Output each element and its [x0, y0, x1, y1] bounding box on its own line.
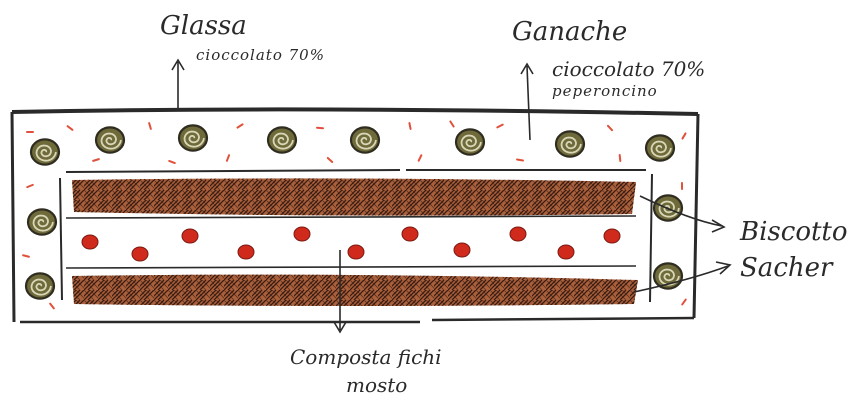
- fig-dot: [454, 243, 470, 257]
- label-biscotto: Biscotto: [739, 217, 848, 247]
- fig-dot: [402, 227, 418, 241]
- chocolate-swirl: [96, 127, 124, 152]
- chili-speck: [237, 124, 242, 127]
- bottom-edge: [20, 318, 694, 322]
- label-ganache: Ganache: [512, 17, 627, 47]
- chili-speck: [50, 304, 54, 309]
- label-sacher: Sacher: [740, 253, 834, 283]
- fig-dot: [294, 227, 310, 241]
- chili-speck: [68, 126, 73, 130]
- fig-dot: [238, 245, 254, 259]
- chili-speck: [682, 300, 686, 305]
- inner-left-edge: [60, 178, 62, 300]
- chili-speck: [27, 185, 33, 187]
- chili-speck: [620, 155, 621, 161]
- chili-speck: [23, 255, 29, 257]
- arrow-biscotto: [640, 196, 724, 232]
- biscotto-layers: [72, 178, 638, 306]
- chocolate-swirl: [351, 127, 379, 152]
- inner-top-line: [66, 170, 646, 172]
- chocolate-swirl: [556, 131, 584, 156]
- fig-dot: [604, 229, 620, 243]
- chili-speck: [419, 155, 422, 160]
- fig-dot: [132, 247, 148, 261]
- chili-speck: [450, 121, 453, 126]
- chocolate-swirl: [31, 139, 59, 164]
- chocolate-swirl: [28, 209, 56, 234]
- label-glassa: Glassa: [160, 11, 247, 41]
- chocolate-swirl: [456, 129, 484, 154]
- fig-dot: [510, 227, 526, 241]
- chili-speck: [328, 158, 332, 162]
- chili-speck: [608, 126, 612, 130]
- label-composta-2: mosto: [346, 373, 407, 397]
- chili-speck: [517, 159, 523, 160]
- label-glassa-sub: cioccolato 70%: [196, 46, 325, 64]
- chili-speck: [227, 155, 229, 161]
- chili-speck: [317, 128, 323, 129]
- layer-line-2: [66, 266, 636, 268]
- chocolate-swirl: [26, 273, 54, 298]
- arrow-ganache: [521, 64, 533, 140]
- label-composta: Composta fichi: [290, 345, 442, 369]
- chili-speck: [93, 159, 99, 161]
- arrow-glassa: [172, 60, 184, 110]
- label-ganache-sub2: peperoncino: [552, 82, 658, 100]
- fig-dot: [558, 245, 574, 259]
- chili-speck: [497, 125, 502, 128]
- layer-line-1: [66, 216, 636, 218]
- composta-fichi-dots: [82, 227, 620, 261]
- chili-speck: [409, 123, 410, 129]
- chocolate-swirl: [646, 135, 674, 160]
- chili-speck: [149, 123, 151, 129]
- fig-dot: [82, 235, 98, 249]
- label-ganache-sub1: cioccolato 70%: [552, 57, 705, 81]
- right-edge: [694, 114, 698, 318]
- fig-dot: [182, 229, 198, 243]
- chili-speck: [169, 161, 175, 163]
- left-edge: [12, 112, 14, 322]
- fig-dot: [348, 245, 364, 259]
- inner-right-edge: [650, 174, 652, 302]
- top-glaze-line: [12, 109, 698, 114]
- chocolate-swirl: [179, 125, 207, 150]
- chocolate-swirl: [268, 127, 296, 152]
- chili-speck: [682, 133, 685, 138]
